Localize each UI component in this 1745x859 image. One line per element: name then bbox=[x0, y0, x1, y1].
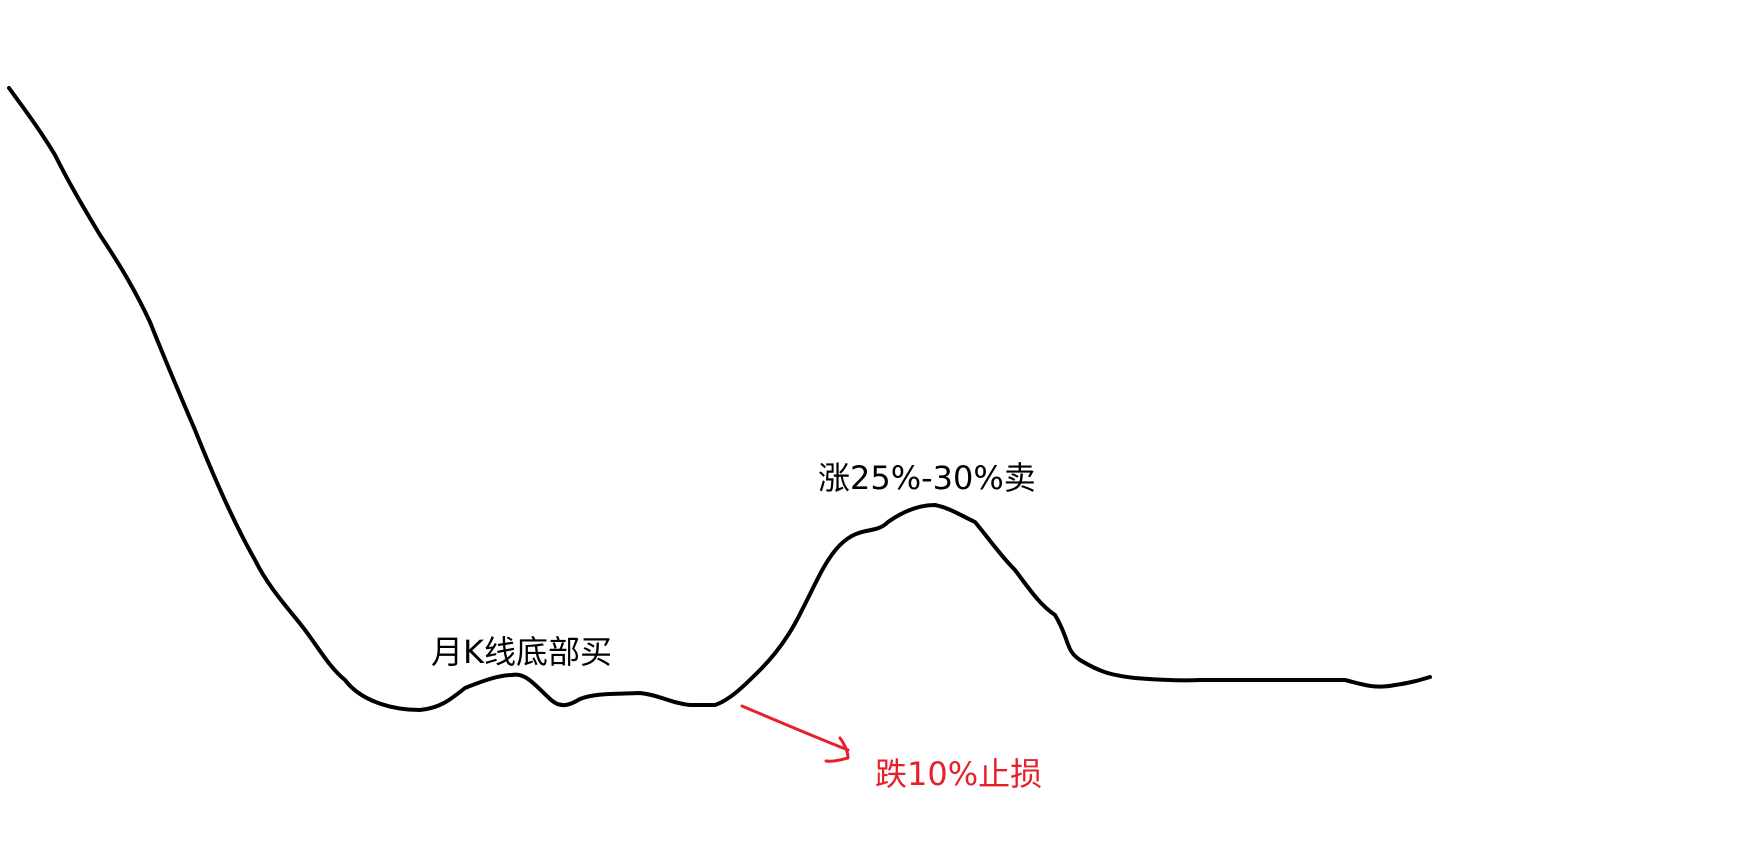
arrow-right-down-icon bbox=[824, 736, 850, 763]
stop-loss-annotation: 跌10%止损 bbox=[875, 755, 1043, 793]
stop-loss-arrow-shaft bbox=[740, 704, 850, 752]
sell-annotation: 涨25%-30%卖 bbox=[818, 459, 1036, 497]
buy-annotation: 月K线底部买 bbox=[431, 633, 612, 671]
price-curve bbox=[7, 86, 1432, 712]
